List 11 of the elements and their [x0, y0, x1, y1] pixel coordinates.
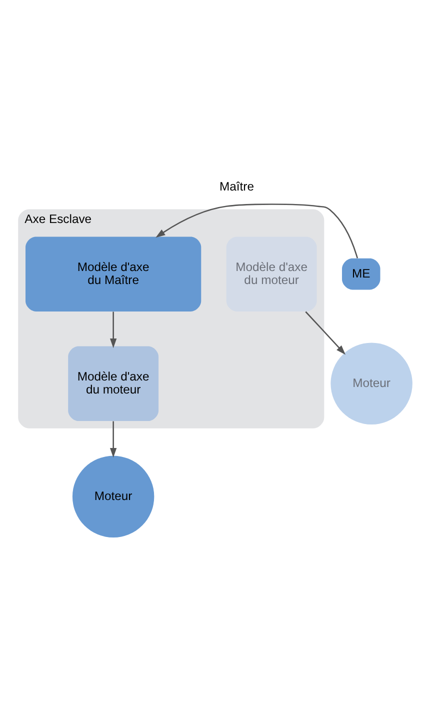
- node-box: ME: [342, 258, 380, 290]
- arrow: [156, 203, 358, 258]
- node-box: Modèle d'axe du moteur: [226, 236, 317, 311]
- arrow: [110, 420, 117, 458]
- node-circle: Moteur: [72, 455, 154, 538]
- arrow: [305, 310, 346, 354]
- arrow: [110, 311, 117, 348]
- node-box: Modèle d'axe du Maître: [26, 236, 202, 311]
- node-circle: Moteur: [330, 342, 412, 424]
- label: Maître: [220, 178, 254, 193]
- node-box: Modèle d'axe du moteur: [68, 346, 159, 421]
